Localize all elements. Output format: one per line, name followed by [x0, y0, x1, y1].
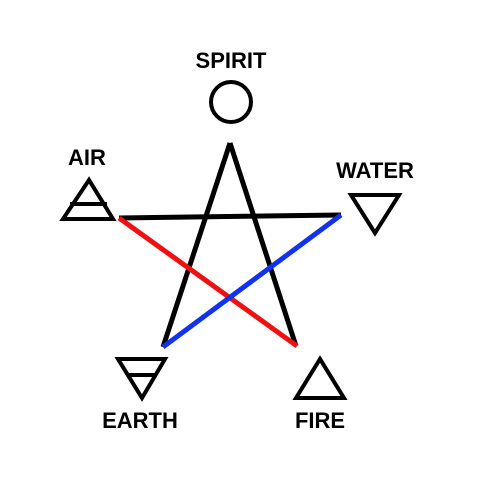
- triangle-up-icon: [292, 355, 348, 400]
- line-spirit-fire: [227, 142, 299, 347]
- line-water-earth: [161, 212, 343, 350]
- triangle-down-icon: [347, 193, 403, 237]
- label-fire: FIRE: [295, 408, 345, 433]
- label-spirit: SPIRIT: [196, 48, 267, 73]
- circle-icon: [209, 80, 253, 124]
- label-earth: EARTH: [102, 408, 178, 433]
- line-air-water: [118, 212, 342, 221]
- label-water: WATER: [336, 158, 414, 183]
- triangle-up-bar-icon: [59, 176, 117, 221]
- line-air-fire: [117, 215, 299, 349]
- line-spirit-earth: [160, 142, 233, 348]
- label-air: AIR: [68, 145, 106, 170]
- triangle-down-bar-icon: [114, 357, 169, 402]
